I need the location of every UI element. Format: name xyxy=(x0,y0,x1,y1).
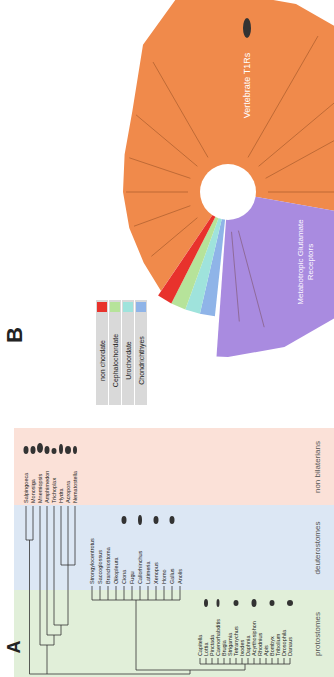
species-name: Tribolium xyxy=(275,634,281,656)
organism-icon xyxy=(73,446,77,454)
legend-entry: non chordate xyxy=(96,300,108,405)
species-name: Capitella xyxy=(197,635,203,656)
species-name: Fugu xyxy=(129,571,135,584)
organism-icons xyxy=(24,443,294,607)
species-name: Nematostella xyxy=(72,471,78,503)
organism-icon xyxy=(59,444,63,454)
fish-icon xyxy=(243,18,251,38)
species-name: Ixodes xyxy=(239,640,245,656)
organism-icon xyxy=(65,446,71,454)
species-name: Saccoglossus xyxy=(97,550,103,584)
organism-icon xyxy=(252,599,257,607)
legend-entry: Chondrichthyes xyxy=(135,300,147,405)
organism-icon xyxy=(24,446,29,454)
organism-icon xyxy=(122,516,127,524)
clade-name: Metabotropic Glutamate Receptors xyxy=(295,215,315,310)
species-name: Caenorhabditis xyxy=(215,619,221,656)
organism-icon xyxy=(234,600,239,606)
legend-swatch xyxy=(97,302,107,312)
species-name: Acropora xyxy=(65,481,71,503)
organism-icon xyxy=(138,515,142,525)
tree-center-hole xyxy=(200,164,256,220)
legend-text: non chordate xyxy=(97,340,106,381)
organism-icon xyxy=(52,448,57,454)
species-name: Bombyx xyxy=(269,636,275,656)
species-name: Trichoplax xyxy=(51,478,57,503)
tree-branches xyxy=(136,658,290,674)
species-name: Mnemiopsis xyxy=(37,474,43,503)
species-name: Anolis xyxy=(177,569,183,584)
species-name: Danaus xyxy=(287,637,293,656)
legend-swatch xyxy=(110,302,120,312)
species-name: Acyrthosiphon xyxy=(251,621,257,656)
species-name: Ciona xyxy=(121,570,127,584)
legend-swatch xyxy=(123,302,133,312)
legend-text: Urochordate xyxy=(123,341,132,380)
clade-label: non bilaterians xyxy=(313,440,323,492)
species-name: Pinctada xyxy=(209,635,215,656)
species-name: Oikopleura xyxy=(113,557,119,584)
organism-icon xyxy=(154,516,159,524)
legend-text: Cephalochordate xyxy=(111,333,120,386)
clade-label: deuterostomes xyxy=(313,521,323,574)
species-name: Latimeria xyxy=(145,561,151,584)
legend-swatch xyxy=(136,302,146,312)
organism-icon xyxy=(37,443,43,453)
species-name: Hydra xyxy=(58,488,64,503)
species-name: Apis xyxy=(263,645,269,656)
species-name: Strongylocentrotus xyxy=(89,538,95,584)
tree-branches xyxy=(26,506,190,674)
species-name: Amphimedon xyxy=(44,471,50,503)
species-name: Branchiostoma xyxy=(105,547,111,584)
cladogram xyxy=(26,506,290,674)
species-name: Salpingoeca xyxy=(23,473,29,503)
species-name: Monosiga xyxy=(30,479,36,503)
species-name: Lottia xyxy=(203,643,209,656)
organism-icon xyxy=(170,516,175,524)
legend-text: Chondrichthyes xyxy=(136,336,145,385)
tree-branch xyxy=(126,36,334,327)
legend-entry: Cephalochordate xyxy=(109,300,121,405)
species-name: Drosophila xyxy=(281,630,287,656)
species-name: Xenopus xyxy=(153,562,159,584)
species-name: Daphnia xyxy=(245,636,251,657)
tree-branches xyxy=(92,586,180,670)
panel-letter: B xyxy=(2,327,28,343)
species-name: Strigamia xyxy=(227,633,233,656)
organism-icon xyxy=(287,600,293,606)
species-name: Callorhinchus xyxy=(137,551,143,584)
species-name: Tetranychus xyxy=(233,626,239,656)
species-name: Rhodnius xyxy=(257,633,263,656)
species-name: Gallus xyxy=(169,568,175,584)
clade-name: Vertebrate T1Rs xyxy=(242,52,253,117)
clade-label: protostomes xyxy=(313,611,323,655)
organism-icon xyxy=(45,446,50,454)
species-name: Brugia xyxy=(221,640,227,656)
tree-branches xyxy=(126,36,334,327)
panel-letter: A xyxy=(2,641,24,654)
organism-icon xyxy=(31,446,36,454)
organism-icon xyxy=(270,600,275,606)
organism-icon xyxy=(204,599,208,607)
organism-icon xyxy=(217,599,220,607)
species-name: Homo xyxy=(161,569,167,584)
legend-entry: Urochordate xyxy=(122,300,134,405)
